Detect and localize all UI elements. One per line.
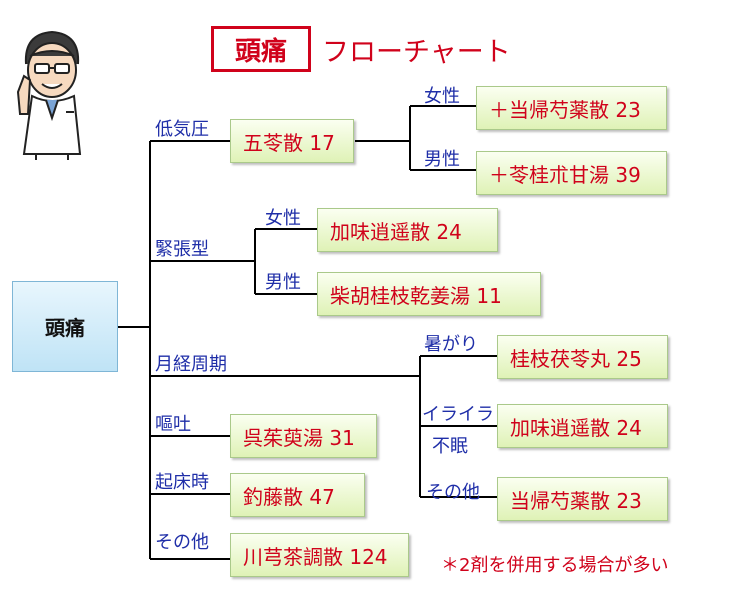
drug-kamishoyosan: 加味逍遥散 24 xyxy=(317,208,498,252)
drug-chotosan: 釣藤散 47 xyxy=(230,473,365,517)
drug-senkyuchachosan: 川芎茶調散 124 xyxy=(230,533,409,577)
label-male: 男性 xyxy=(265,272,301,293)
label-tension: 緊張型 xyxy=(155,239,209,260)
label-female: 女性 xyxy=(265,208,301,229)
drug-keishibukuryogan: 桂枝茯苓丸 25 xyxy=(497,335,668,379)
drug-goshuyuto: 呉茱萸湯 31 xyxy=(230,414,377,458)
drug-saikokeishikankyoto: 柴胡桂枝乾姜湯 11 xyxy=(317,272,541,316)
doctor-icon xyxy=(16,30,82,160)
label-low-pressure: 低気圧 xyxy=(155,119,209,140)
label-other: その他 xyxy=(426,482,480,503)
title-boxed: 頭痛 xyxy=(211,26,311,72)
drug-tokishakuyakusan: 当帰芍薬散 23 xyxy=(497,477,668,521)
label-menstrual: 月経周期 xyxy=(155,354,227,375)
footnote: ＊2剤を併用する場合が多い xyxy=(441,555,669,576)
label-insomnia: 不眠 xyxy=(432,436,468,457)
label-female: 女性 xyxy=(424,86,460,107)
label-vomit: 嘔吐 xyxy=(155,414,191,435)
title-text: フローチャート xyxy=(322,37,511,68)
label-other: その他 xyxy=(155,532,209,553)
label-male: 男性 xyxy=(424,149,460,170)
drug-goreisan: 五苓散 17 xyxy=(230,119,354,163)
label-irritable: イライラ xyxy=(422,404,494,425)
label-heat: 暑がり xyxy=(424,334,478,355)
drug-tokishakuyakusan-add: ＋当帰芍薬散 23 xyxy=(476,86,667,130)
label-morning: 起床時 xyxy=(155,472,209,493)
drug-ryokeijutsukanto-add: ＋苓桂朮甘湯 39 xyxy=(476,151,667,195)
drug-kamishoyosan: 加味逍遥散 24 xyxy=(497,404,668,448)
root-node: 頭痛 xyxy=(12,281,118,372)
